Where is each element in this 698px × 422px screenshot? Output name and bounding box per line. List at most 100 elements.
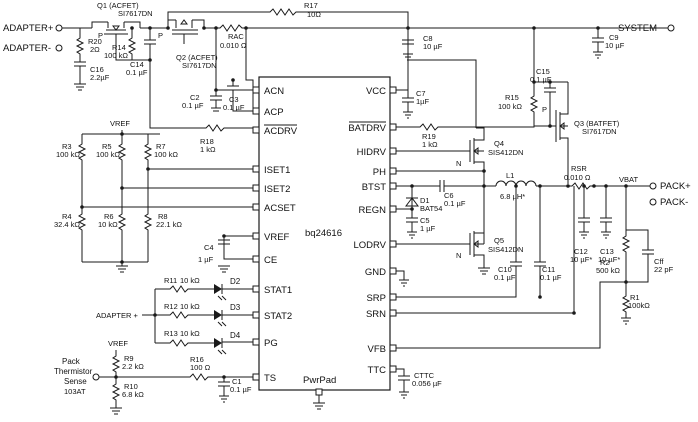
- r2-value: 500 kΩ: [596, 266, 620, 275]
- q5-n-label: N: [456, 251, 461, 260]
- cff-value: 22 pF: [654, 265, 674, 274]
- r14-name: R14: [112, 43, 126, 52]
- pin-regn: REGN: [359, 205, 387, 216]
- r14-value: 100 kΩ: [104, 51, 128, 60]
- thermistor-line-1: Pack: [62, 357, 81, 366]
- vref-label-a: VREF: [110, 119, 130, 128]
- c6-value: 0.1 µF: [444, 199, 466, 208]
- pin-srn: SRN: [366, 309, 386, 320]
- c3-name: C3: [229, 95, 239, 104]
- ic-pad-label: PwrPad: [303, 375, 336, 386]
- c10-name: C10: [498, 265, 512, 274]
- r11-value: 10 kΩ: [180, 276, 200, 285]
- c12-name: C12: [574, 247, 588, 256]
- q5-mosfet-icon: [469, 231, 485, 268]
- r15-value: 100 kΩ: [498, 102, 522, 111]
- pin-ce: CE: [264, 255, 277, 266]
- pin-acdrv: ACDRV: [264, 126, 298, 137]
- q1-p-label: P: [98, 31, 103, 40]
- r2-name: R2: [600, 258, 610, 267]
- l1-value: 6.8 µH*: [500, 192, 525, 201]
- r8-value: 22.1 kΩ: [156, 220, 182, 229]
- r4-name: R4: [62, 212, 72, 221]
- c8-name: C8: [423, 34, 433, 43]
- system-terminal: [667, 24, 675, 32]
- r20-value: 2Ω: [90, 45, 100, 54]
- d2-led-icon: [214, 284, 227, 301]
- r8-name: R8: [158, 212, 168, 221]
- r11-name: R11: [164, 276, 177, 285]
- q2-part: SI7617DN: [182, 61, 217, 70]
- vbat-label: VBAT: [619, 175, 638, 184]
- pack-neg-label: PACK-: [660, 197, 688, 208]
- pin-stat2: STAT2: [264, 311, 292, 322]
- r10-value: 6.8 kΩ: [122, 390, 144, 399]
- left-pin-squares: [252, 86, 260, 381]
- c6-name: C6: [444, 191, 454, 200]
- cff-name: Cff: [654, 257, 664, 266]
- d1-value: BAT54: [420, 204, 442, 213]
- l1-name: L1: [506, 171, 514, 180]
- q3-mosfet-icon: [548, 82, 569, 184]
- pin-ttc: TTC: [368, 365, 387, 376]
- r9-name: R9: [124, 354, 134, 363]
- c16-value: 2.2µF: [90, 73, 110, 82]
- adapter-pos-terminal: [55, 24, 63, 32]
- c1-value: 0.1 µF: [230, 385, 252, 394]
- r4-value: 32.4 kΩ: [54, 220, 80, 229]
- r19-value: 1 kΩ: [422, 140, 438, 149]
- r18-name: R18: [200, 137, 214, 146]
- r6-value: 10 kΩ: [98, 220, 118, 229]
- r12-name: R12: [164, 302, 178, 311]
- q4-part: SIS412DN: [488, 148, 523, 157]
- d1-name: D1: [420, 196, 430, 205]
- d4-name: D4: [230, 331, 241, 340]
- c2-name: C2: [190, 93, 200, 102]
- c13-name: C13: [600, 247, 614, 256]
- c3-value: 0.1 µF: [223, 103, 245, 112]
- pin-pg: PG: [264, 338, 278, 349]
- d3-name: D3: [230, 303, 241, 312]
- r1-name: R1: [630, 293, 640, 302]
- pin-iset2: ISET2: [264, 184, 290, 195]
- adapter-neg-terminal: [55, 44, 63, 52]
- r19-name: R19: [422, 132, 436, 141]
- pwrpad-pin: [315, 388, 323, 396]
- pin-vref: VREF: [264, 232, 290, 243]
- adapter-pos-label: ADAPTER+: [3, 23, 54, 34]
- r16-name: R16: [190, 355, 204, 364]
- r5-name: R5: [102, 142, 112, 151]
- r3-name: R3: [62, 142, 72, 151]
- rsr-value: 0.010 Ω: [564, 173, 591, 182]
- pin-batdrv: BATDRV: [348, 123, 386, 134]
- pin-stat1: STAT1: [264, 285, 292, 296]
- c12-value: 10 µF*: [570, 255, 592, 264]
- pack-pos-terminal: [649, 182, 657, 190]
- q1-mosfet-icon: [91, 21, 141, 42]
- pin-hidrv: HIDRV: [357, 147, 387, 158]
- r1-value: 100kΩ: [628, 301, 650, 310]
- pin-vcc: VCC: [366, 86, 386, 97]
- c15-value: 0.1 µF: [530, 75, 552, 84]
- pin-iset1: ISET1: [264, 165, 290, 176]
- rsr-name: RSR: [571, 164, 587, 173]
- system-label: SYSTEM: [618, 23, 657, 34]
- pack-neg-terminal: [649, 198, 657, 206]
- d4-led-icon: [214, 338, 227, 355]
- q4-name: Q4: [494, 139, 504, 148]
- c9-name: C9: [609, 33, 619, 42]
- r17-name: R17: [304, 1, 318, 10]
- q2-name: Q2 (ACFET): [176, 53, 218, 62]
- c2-value: 0.1 µF: [182, 101, 204, 110]
- c8-value: 10 µF: [423, 42, 443, 51]
- c14-value: 0.1 µF: [126, 68, 148, 77]
- r6-name: R6: [104, 212, 114, 221]
- pin-ph: PH: [373, 167, 386, 178]
- pin-ts: TS: [264, 373, 276, 384]
- pin-btst: BTST: [362, 182, 386, 193]
- r13-value: 10 kΩ: [180, 329, 200, 338]
- r18-value: 1 kΩ: [200, 145, 216, 154]
- pin-acset: ACSET: [264, 203, 296, 214]
- r17-value: 10Ω: [307, 10, 321, 19]
- q4-n-label: N: [456, 159, 461, 168]
